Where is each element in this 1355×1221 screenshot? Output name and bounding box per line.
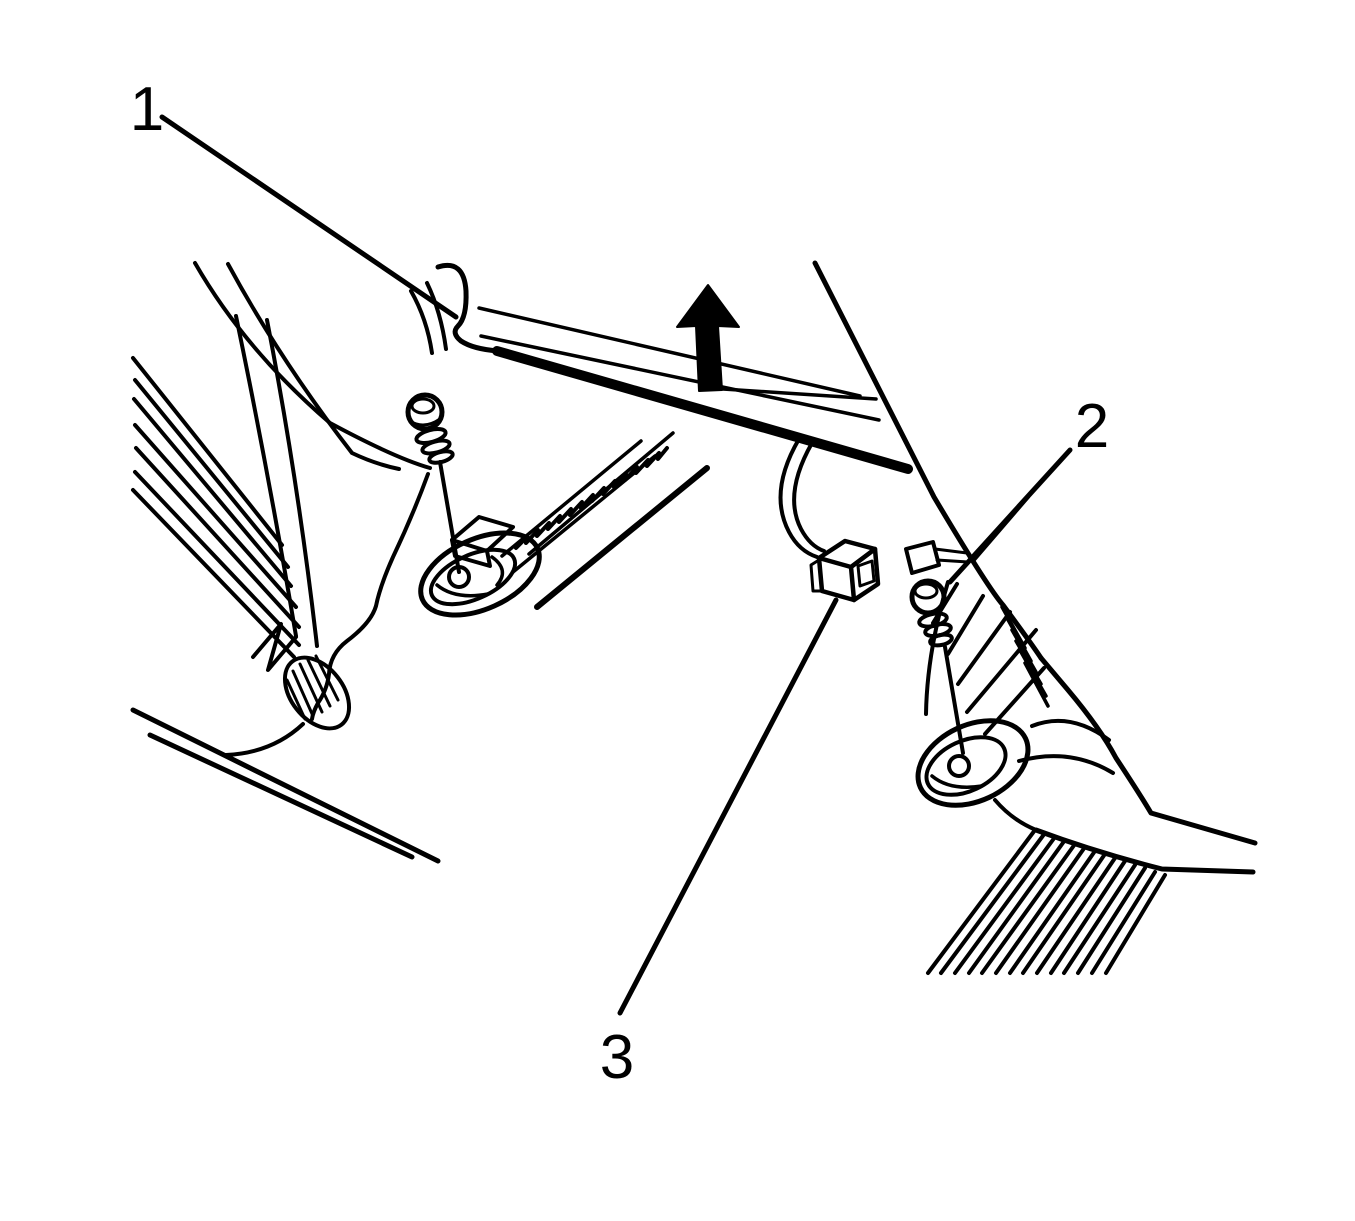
belt-end-tip	[282, 655, 352, 731]
callout-3-label: 3	[600, 1023, 634, 1092]
right-anchor-foot	[915, 718, 1031, 808]
right-anchor-bracket	[924, 580, 1258, 875]
sill-bottom-edge	[492, 346, 913, 474]
callout-1-label: 1	[130, 75, 164, 144]
callout-2-leader	[947, 447, 1073, 585]
webbing-fold-mark	[251, 622, 298, 672]
lower-hatch-shading	[926, 828, 1167, 975]
callout-leaders	[159, 114, 1073, 1016]
harness-clip	[904, 540, 970, 575]
left-anchor-foot	[418, 530, 542, 618]
floor-edge-lines	[130, 707, 441, 864]
callout-1-leader	[159, 114, 459, 320]
left-seat-track	[450, 431, 710, 610]
seat-cushion-edge	[193, 261, 432, 471]
seat-belt-webbing	[131, 314, 352, 757]
up-arrow-icon	[676, 284, 740, 392]
carpet-contour	[310, 472, 430, 721]
sill-flange-end	[435, 263, 501, 354]
wire-harness	[778, 437, 826, 559]
electrical-connector	[809, 538, 881, 603]
callout-2-label: 2	[1075, 392, 1109, 461]
upper-hatch-shading	[1000, 605, 1050, 708]
door-sill-trim-panel	[409, 263, 913, 474]
callout-3-leader	[617, 597, 839, 1016]
